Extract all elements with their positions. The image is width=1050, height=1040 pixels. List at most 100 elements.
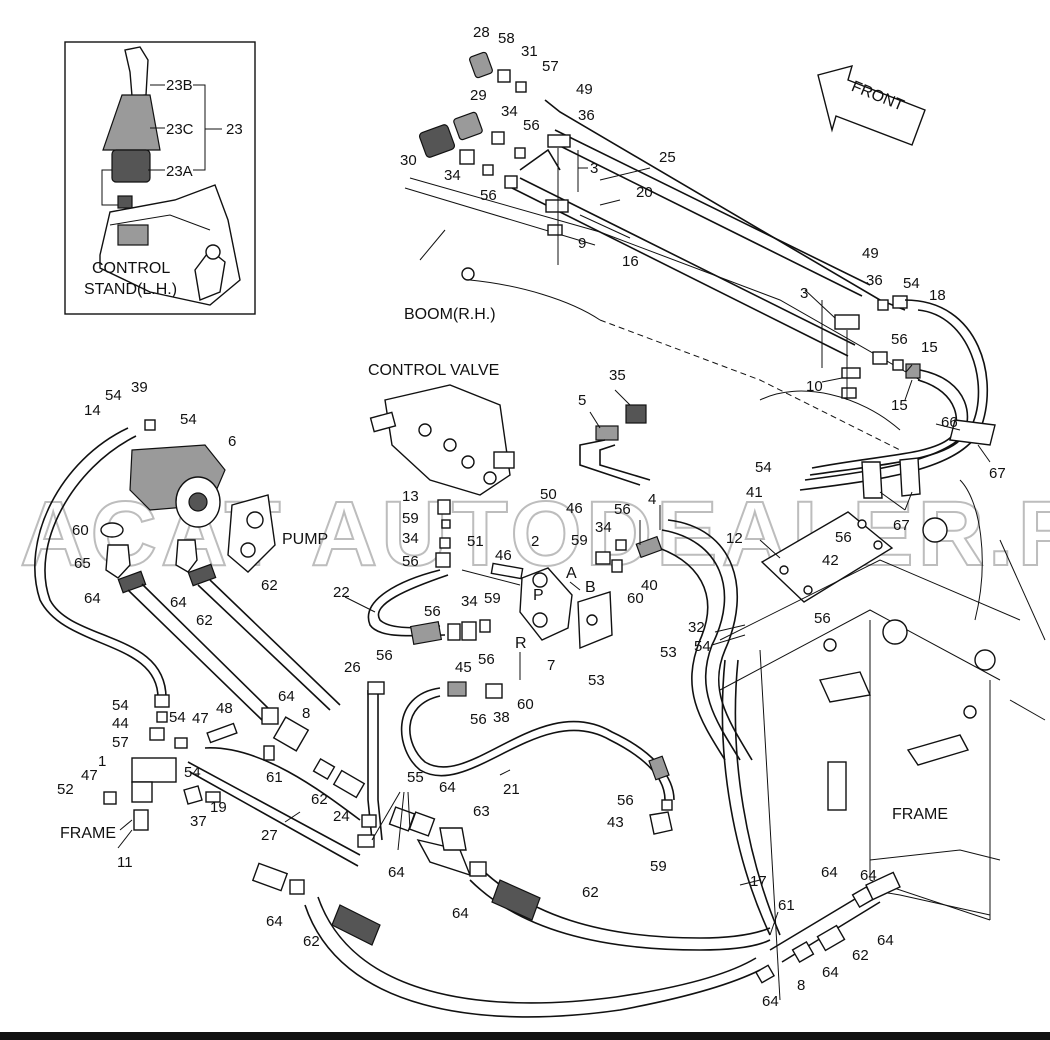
control-stand-caption-1: CONTROL [92, 260, 170, 277]
callout-51: 51 [467, 533, 484, 550]
front-direction-arrow: FRONT [817, 65, 926, 146]
callout-64-j: 64 [452, 905, 469, 922]
hose-62-b [197, 584, 331, 711]
callout-60-a: 60 [72, 522, 89, 539]
callout-39: 39 [131, 379, 148, 396]
callout-43: 43 [607, 814, 624, 831]
callout-34-d: 34 [595, 519, 612, 536]
callout-38: 38 [493, 709, 510, 726]
tube-27 [187, 761, 361, 856]
joystick-boot [102, 94, 161, 151]
callout-49-right: 49 [862, 245, 879, 262]
callout-7: 7 [547, 657, 555, 674]
pump-assembly [129, 419, 276, 573]
callout-64-g: 64 [877, 932, 894, 949]
callout-28: 28 [473, 24, 490, 41]
callout-2: 2 [531, 533, 539, 550]
callout-66: 66 [941, 414, 958, 431]
callout-34-c: 34 [402, 530, 419, 547]
callout-59-c: 59 [484, 590, 501, 607]
callout-55: 55 [407, 769, 424, 786]
callout-16: 16 [622, 253, 639, 270]
callout-26: 26 [344, 659, 361, 676]
callout-62-b: 62 [261, 577, 278, 594]
callout-46-b: 46 [495, 547, 512, 564]
callout-15-b: 15 [891, 397, 908, 414]
callout-1: 1 [98, 753, 106, 770]
callout-37: 37 [190, 813, 207, 830]
callout-56-c: 56 [891, 331, 908, 348]
callout-53-b: 53 [588, 672, 605, 689]
callout-64-e: 64 [388, 864, 405, 881]
callout-52: 52 [57, 781, 74, 798]
callout-64-c: 64 [278, 688, 295, 705]
callout-62-d: 62 [852, 947, 869, 964]
hose-4 [649, 544, 726, 761]
callout-34-e: 34 [461, 593, 478, 610]
callout-48: 48 [216, 700, 233, 717]
callout-67-a: 67 [989, 465, 1006, 482]
top-fittings [418, 51, 861, 400]
boom-outline [404, 177, 921, 451]
callout-60-b: 60 [627, 590, 644, 607]
callout-35: 35 [609, 367, 626, 384]
callout-49-top: 49 [576, 81, 593, 98]
leader-lines [117, 167, 991, 936]
callout-67-b: 67 [893, 517, 910, 534]
callout-56-h: 56 [478, 651, 495, 668]
callout-11: 11 [117, 854, 133, 871]
manifold-block [461, 562, 613, 650]
hose-loop [799, 299, 996, 499]
callout-27: 27 [261, 827, 278, 844]
callout-61-b: 61 [778, 897, 795, 914]
callout-44: 44 [112, 715, 129, 732]
callout-54-g: 54 [169, 709, 186, 726]
callout-8-b: 8 [797, 977, 805, 994]
callout-42: 42 [822, 552, 839, 569]
callout-64-a: 64 [84, 590, 101, 607]
callout-23a: 23A [166, 163, 193, 180]
callout-34-b: 34 [444, 167, 461, 184]
callout-53-a: 53 [660, 644, 677, 661]
control-valve [369, 384, 515, 496]
callout-36-right: 36 [866, 272, 883, 289]
callout-54-h: 54 [184, 764, 201, 781]
callout-54-e: 54 [694, 638, 711, 655]
callout-62-c: 62 [311, 791, 328, 808]
callout-numbers: 28 58 31 57 49 36 29 34 56 30 34 56 3 9 … [57, 24, 1006, 1010]
callout-59-d: 59 [650, 858, 667, 875]
callout-60-c: 60 [517, 696, 534, 713]
callout-56-g: 56 [424, 603, 441, 620]
callout-54-c: 54 [105, 387, 122, 404]
frame-structure [719, 479, 1046, 1001]
callout-41: 41 [746, 484, 763, 501]
callout-54-right: 54 [903, 275, 920, 292]
hose-62-a [127, 589, 263, 721]
control-stand-inset: 23B 23C 23 23A CONTROL STAND(L.H.) [64, 41, 256, 315]
pump-caption: PUMP [282, 531, 328, 548]
callout-12: 12 [726, 530, 743, 547]
joystick-base [111, 149, 151, 183]
boom-pipe-lines [511, 99, 906, 357]
callout-24: 24 [333, 808, 350, 825]
callout-62-f: 62 [303, 933, 320, 950]
callout-47-a: 47 [192, 710, 209, 727]
hose-17 [721, 659, 771, 936]
callout-25: 25 [659, 149, 676, 166]
callout-19: 19 [210, 799, 227, 816]
callout-57: 57 [542, 58, 559, 75]
callout-30: 30 [400, 152, 417, 169]
callout-9: 9 [578, 235, 586, 252]
callout-23b: 23B [166, 77, 193, 94]
callout-36-top: 36 [578, 107, 595, 124]
port-r: R [515, 635, 527, 652]
callout-29: 29 [470, 87, 487, 104]
callout-56-j: 56 [376, 647, 393, 664]
pump-elbows [100, 522, 217, 594]
callout-20: 20 [636, 184, 653, 201]
callout-15-a: 15 [921, 339, 938, 356]
electrical-parts [579, 404, 651, 486]
callout-59-b: 59 [571, 532, 588, 549]
callout-56-d: 56 [835, 529, 852, 546]
